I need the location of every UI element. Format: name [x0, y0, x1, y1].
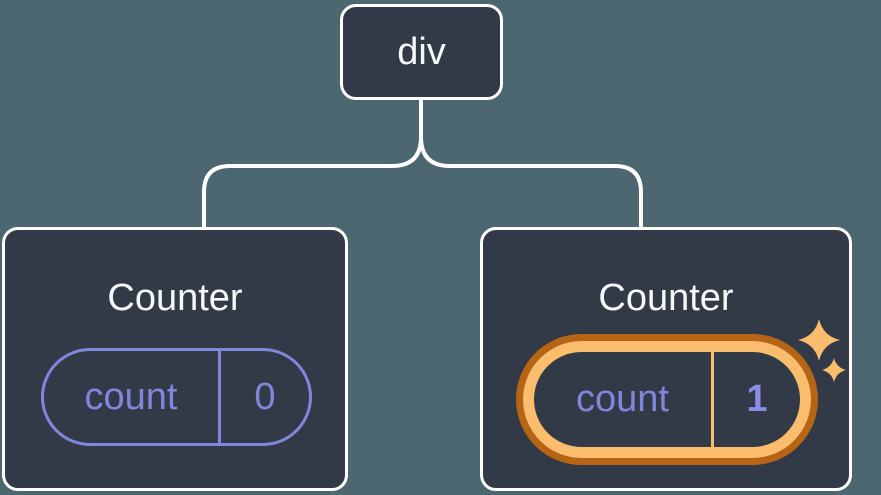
state-pill-highlighted: count 1 [523, 341, 811, 458]
state-key: count [84, 375, 178, 418]
sparkle-large-icon [798, 319, 840, 361]
state-value: 0 [254, 375, 276, 418]
component-card-counter-2: Counter count 1 [480, 227, 852, 491]
card-title: Counter [107, 277, 243, 319]
root-node: div [340, 4, 503, 100]
sparkle-small-icon [822, 358, 846, 382]
state-key: count [576, 378, 669, 420]
root-node-label: div [397, 30, 446, 73]
sparkles-icon [798, 319, 846, 382]
component-card-counter-1: Counter count 0 [2, 227, 348, 491]
card-title: Counter [598, 277, 734, 319]
state-pill: count 0 [41, 348, 312, 446]
pill-divider [218, 351, 221, 443]
connector-branch-right [419, 135, 643, 230]
pill-divider [711, 352, 714, 447]
connector-branch-left [202, 99, 423, 230]
state-value: 1 [746, 378, 768, 420]
